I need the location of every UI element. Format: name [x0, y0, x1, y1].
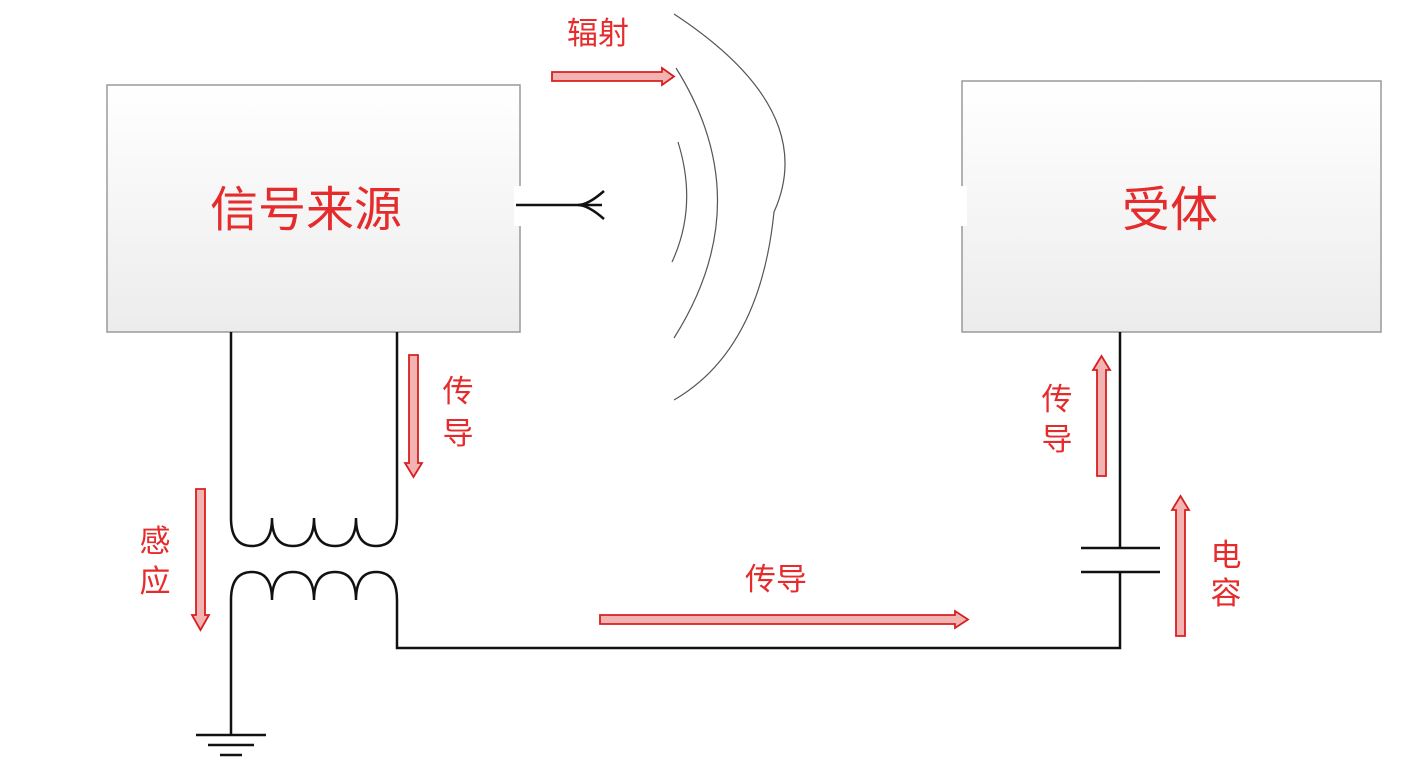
conduction-receiver-label-char1: 传 [1042, 382, 1073, 418]
conduction-source-label-char2: 导 [443, 416, 474, 452]
radiation-label: 辐射 [567, 16, 629, 52]
induction-label-char1: 感 [140, 524, 171, 560]
transformer-primary-coil [229, 517, 399, 548]
ground-icon [196, 733, 266, 757]
conduction-source-label-char1: 传 [443, 374, 474, 410]
radiation-wave-outer [673, 13, 786, 401]
radiation-wave-inner [671, 141, 688, 263]
receiver-box [961, 80, 1382, 333]
conduction-bottom-arrow [599, 609, 970, 630]
receiver-label: 受体 [1122, 182, 1218, 238]
radiation-arrow [551, 66, 676, 87]
radiation-wave-middle [673, 67, 719, 339]
conduction-source-arrow [403, 354, 424, 479]
capacitance-arrow [1170, 494, 1191, 637]
conduction-receiver-arrow [1091, 354, 1112, 477]
induction-label-char2: 应 [140, 564, 171, 600]
conduction-bottom-label: 传导 [745, 562, 807, 598]
radiation-waves [671, 13, 786, 401]
signal-source-box [106, 84, 521, 333]
antenna-icon [516, 190, 605, 220]
signal-source-label: 信号来源 [210, 182, 402, 238]
transformer-secondary-coil [229, 570, 399, 601]
conduction-receiver-label-char2: 导 [1042, 422, 1073, 458]
capacitance-label-char2: 容 [1211, 576, 1242, 612]
capacitance-label-char1: 电 [1211, 538, 1242, 574]
receiver-box-notch [957, 186, 967, 226]
wiring [229, 332, 1160, 735]
induction-arrow [190, 488, 211, 632]
